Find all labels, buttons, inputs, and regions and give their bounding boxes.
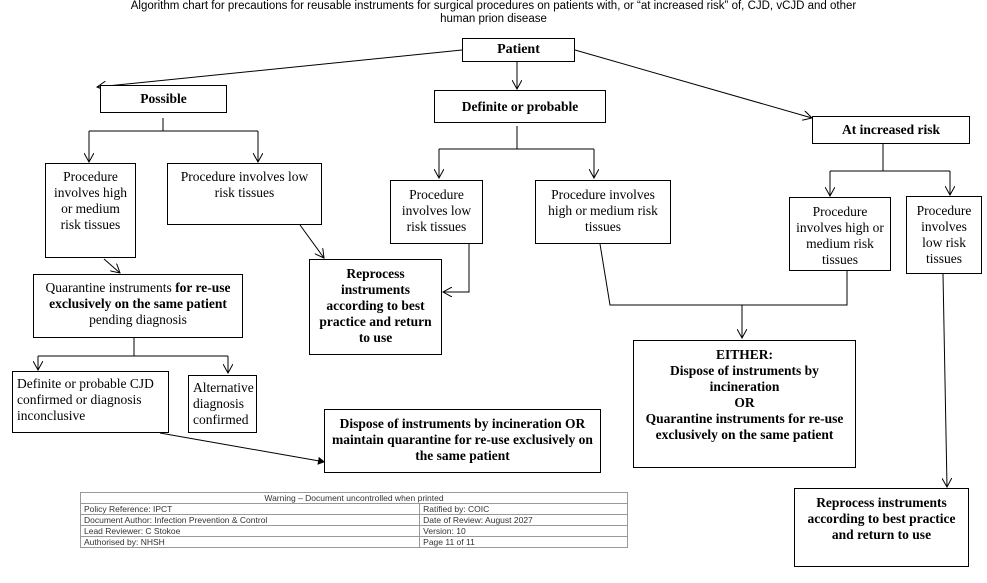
node-possible: Possible (100, 85, 227, 113)
chart-title: Algorithm chart for precautions for reus… (40, 0, 947, 26)
footer-warning: Warning – Document uncontrolled when pri… (80, 492, 628, 504)
footer-cell: Date of Review: August 2027 (419, 514, 628, 526)
arrow-confirmed-to-dispose (159, 432, 326, 465)
arrow-patient-to-at-risk (574, 49, 812, 118)
footer-cell: Page 11 of 11 (419, 536, 628, 548)
footer-cell: Ratified by: COIC (419, 503, 628, 515)
footer-cell: Version: 10 (419, 525, 628, 537)
node-quarantine-pending-diagnosis: Quarantine instruments for re-use exclus… (33, 274, 243, 338)
footer-row: Lead Reviewer: C Stokoe Version: 10 (79, 525, 628, 537)
arrow-high-to-quarantine (103, 258, 120, 273)
quarantine-text-3: pending diagnosis (89, 312, 187, 327)
node-dispose-or-quarantine: Dispose of instruments by incineration O… (324, 409, 601, 473)
footer-cell: Policy Reference: IPCT (79, 503, 421, 515)
footer-cell: Lead Reviewer: C Stokoe (79, 525, 421, 537)
footer-row: Authorised by: NHSH Page 11 of 11 (79, 536, 628, 548)
node-definite-high-medium-tissues: Procedure involves high or medium risk t… (535, 180, 671, 244)
either-line-3: OR (734, 395, 755, 410)
node-possible-low-tissues: Procedure involves low risk tissues (167, 163, 322, 225)
node-possible-high-medium-tissues: Procedure involves high or medium risk t… (45, 163, 136, 258)
either-line-4: Quarantine instruments for re-use exclus… (645, 411, 844, 442)
node-at-increased-risk: At increased risk (812, 116, 970, 144)
quarantine-text-1: Quarantine instruments (45, 280, 176, 295)
node-definite-or-probable: Definite or probable (434, 90, 606, 123)
arrow-patient-to-possible (97, 49, 463, 87)
chart-title-line-2: human prion disease (440, 13, 547, 25)
node-reprocess-center: Reprocess instruments according to best … (309, 259, 442, 355)
node-risk-high-medium-tissues: Procedure involves high or medium risk t… (789, 197, 891, 271)
footer-cell: Authorised by: NHSH (79, 536, 421, 548)
node-reprocess-right: Reprocess instruments according to best … (794, 488, 969, 567)
footer-cell: Document Author: Infection Prevention & … (79, 514, 421, 526)
node-alternative-diagnosis: Alternative diagnosis confirmed (188, 375, 257, 433)
document-control-table: Warning – Document uncontrolled when pri… (79, 492, 628, 548)
line-definite-high-to-join (599, 243, 848, 306)
footer-row: Document Author: Infection Prevention & … (79, 514, 628, 526)
chart-title-line-1: Algorithm chart for precautions for reus… (130, 0, 857, 12)
node-either-dispose-or-quarantine: EITHER: Dispose of instruments by incine… (633, 340, 856, 468)
node-patient: Patient (462, 38, 575, 62)
either-line-2: Dispose of instruments by incineration (670, 363, 819, 394)
either-line-1: EITHER: (715, 347, 773, 362)
quarantine-text-2: for re-use exclusively on the same patie… (49, 280, 231, 311)
footer-row: Policy Reference: IPCT Ratified by: COIC (79, 503, 628, 515)
arrow-definite-low-to-reprocess (443, 244, 470, 292)
node-risk-low-tissues: Procedure involves low risk tissues (906, 196, 982, 274)
node-definite-low-tissues: Procedure involves low risk tissues (390, 180, 483, 244)
arrow-risk-low-to-reprocess (943, 273, 947, 487)
node-cjd-confirmed-or-inconclusive: Definite or probable CJD confirmed or di… (12, 371, 169, 433)
arrow-low-to-reprocess (299, 224, 324, 258)
